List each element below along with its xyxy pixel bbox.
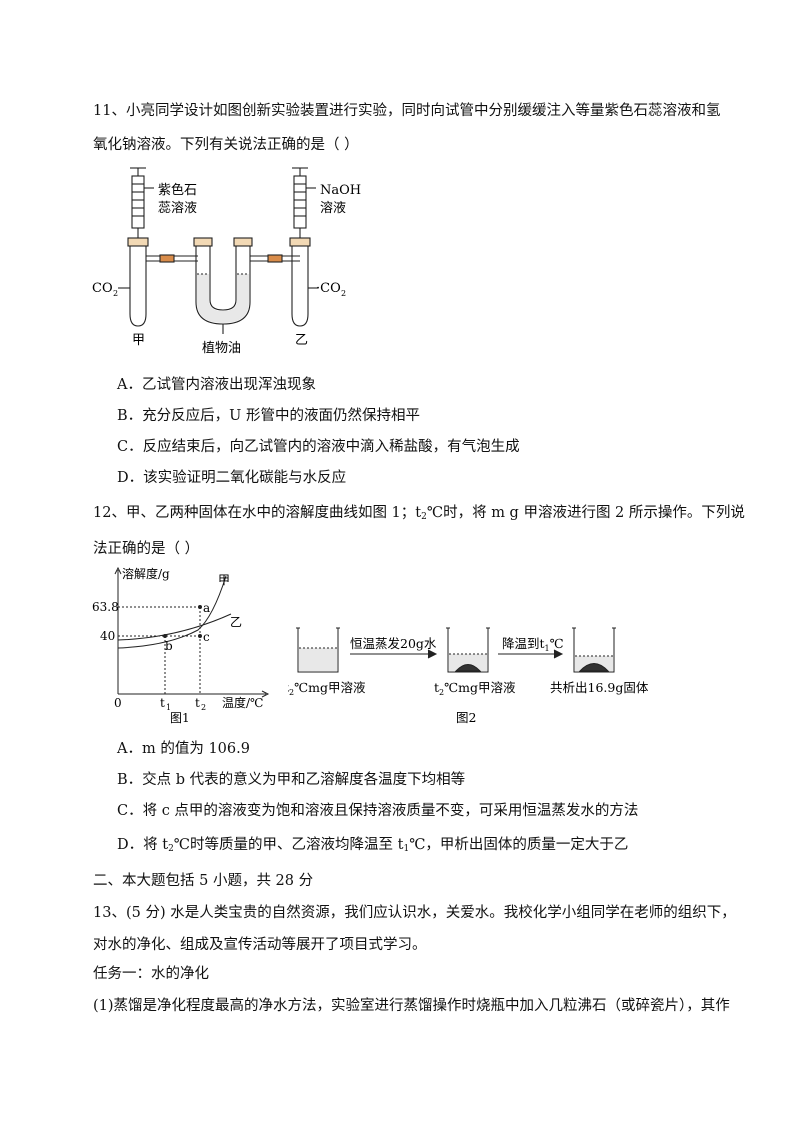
q12-fig2-process: 恒温蒸发20g水 降温到t1℃ t2℃mg甲溶液 t2℃mg甲溶液 共析出16.… [288, 627, 649, 725]
right-syringe-icon [292, 167, 316, 240]
fig1-point-a-label: a [203, 601, 210, 615]
fig1-ylabel: 溶解度/g [122, 566, 170, 581]
u-tube-icon [193, 237, 253, 334]
fig1-xlabel: 温度/℃ [222, 695, 263, 710]
q11-option-c: C．反应结束后，向乙试管内的溶液中滴入稀盐酸，有气泡生成 [117, 439, 520, 455]
fig1-caption: 图1 [170, 711, 190, 725]
point-b [163, 634, 167, 638]
fig2-beaker2-label: t2℃mg甲溶液 [434, 680, 516, 697]
q11-option-d: D．该实验证明二氧化碳能与水反应 [117, 470, 347, 486]
right-test-tube-icon [289, 237, 311, 327]
q13-sub1: (1)蒸馏是净化程度最高的净水方法，实验室进行蒸馏操作时烧瓶中加入几粒沸石（或碎… [93, 998, 730, 1014]
left-reagent-label-2: 蕊溶液 [158, 201, 197, 216]
q11-apparatus-figure: 紫色石 蕊溶液 NaOH 溶液 CO 2 ·CO 2 甲 乙 植物油 [92, 167, 361, 356]
fig1-origin: 0 [114, 696, 122, 710]
left-test-tube-icon [127, 237, 149, 327]
fig2-beaker1-label: t2℃mg甲溶液 [288, 680, 366, 697]
curve-yi [117, 613, 232, 641]
svg-text:1: 1 [166, 703, 171, 712]
q12-option-b: B．交点 b 代表的意义为甲和乙溶解度各温度下均相等 [117, 772, 466, 788]
q11-stem-line2: 氧化钠溶液。下列有关说法正确的是（ ） [93, 137, 359, 153]
q13-stem-line1: 13、(5 分) 水是人类宝贵的自然资源，我们应认识水，关爱水。我校化学小组同学… [93, 905, 736, 921]
q12-option-a: A．m 的值为 106.9 [117, 741, 250, 757]
q11-stem-line1: 11、小亮同学设计如图创新实验装置进行实验，同时向试管中分别缓缓注入等量紫色石蕊… [93, 103, 721, 119]
fig2-step2-label: 降温到t1℃ [502, 636, 564, 653]
q13-stem-line2: 对水的净化、组成及宣传活动等展开了项目式学习。 [93, 937, 427, 953]
point-c [198, 634, 202, 638]
vegetable-oil-label: 植物油 [202, 341, 241, 356]
fig2-step1-label: 恒温蒸发20g水 [350, 636, 437, 651]
fig2-beaker3-label: 共析出16.9g固体 [550, 680, 649, 695]
beaker-3-icon [572, 627, 616, 673]
svg-text:2: 2 [201, 703, 206, 712]
fig2-caption: 图2 [456, 710, 476, 725]
co2-right-subscript: 2 [341, 289, 346, 298]
fig1-xtick-t1: t [160, 696, 165, 710]
q12-fig1-solubility-chart: 溶解度/g 63.8 40 0 t 1 t 2 温度/℃ 甲 乙 a b c 图… [92, 566, 270, 725]
q12-option-c: C．将 c 点甲的溶液变为饱和溶液且保持溶液质量不变，可采用恒温蒸发水的方法 [117, 803, 639, 819]
q12-option-d: D．将 t2℃时等质量的甲、乙溶液均降温至 t1℃，甲析出固体的质量一定大于乙 [117, 837, 629, 854]
beaker-2-icon [446, 627, 490, 673]
right-reagent-label-2: 溶液 [320, 201, 346, 216]
section-heading: 二、本大题包括 5 小题，共 28 分 [93, 873, 314, 889]
fig1-curve-jia-label: 甲 [218, 573, 230, 587]
fig1-point-c-label: c [203, 630, 210, 644]
point-a [198, 605, 202, 609]
q12-stem-line2: 法正确的是（ ） [93, 541, 200, 557]
fig1-ytick-40: 40 [100, 629, 115, 643]
left-syringe-icon [130, 167, 154, 240]
beaker-1-icon [296, 627, 340, 673]
tube-jia-label: 甲 [132, 333, 145, 348]
q11-option-a: A．乙试管内溶液出现浑浊现象 [117, 377, 316, 393]
q12-stem-line1: 12、甲、乙两种固体在水中的溶解度曲线如图 1；t2℃时，将 m g 甲溶液进行… [93, 505, 745, 522]
co2-left-subscript: 2 [113, 289, 118, 298]
fig1-xtick-t2: t [195, 696, 200, 710]
curve-jia [117, 575, 227, 649]
q13-task1: 任务一：水的净化 [93, 966, 209, 982]
tube-yi-label: 乙 [295, 333, 308, 348]
fig1-point-b-label: b [165, 639, 173, 653]
co2-right-label: ·CO [316, 281, 341, 296]
q11-option-b: B．充分反应后，U 形管中的液面仍然保持相平 [117, 408, 420, 424]
fig1-curve-yi-label: 乙 [230, 615, 242, 629]
co2-left-label: CO [92, 281, 113, 296]
fig1-ytick-63-8: 63.8 [92, 600, 119, 614]
right-reagent-label-1: NaOH [320, 183, 361, 198]
left-reagent-label-1: 紫色石 [158, 182, 197, 198]
